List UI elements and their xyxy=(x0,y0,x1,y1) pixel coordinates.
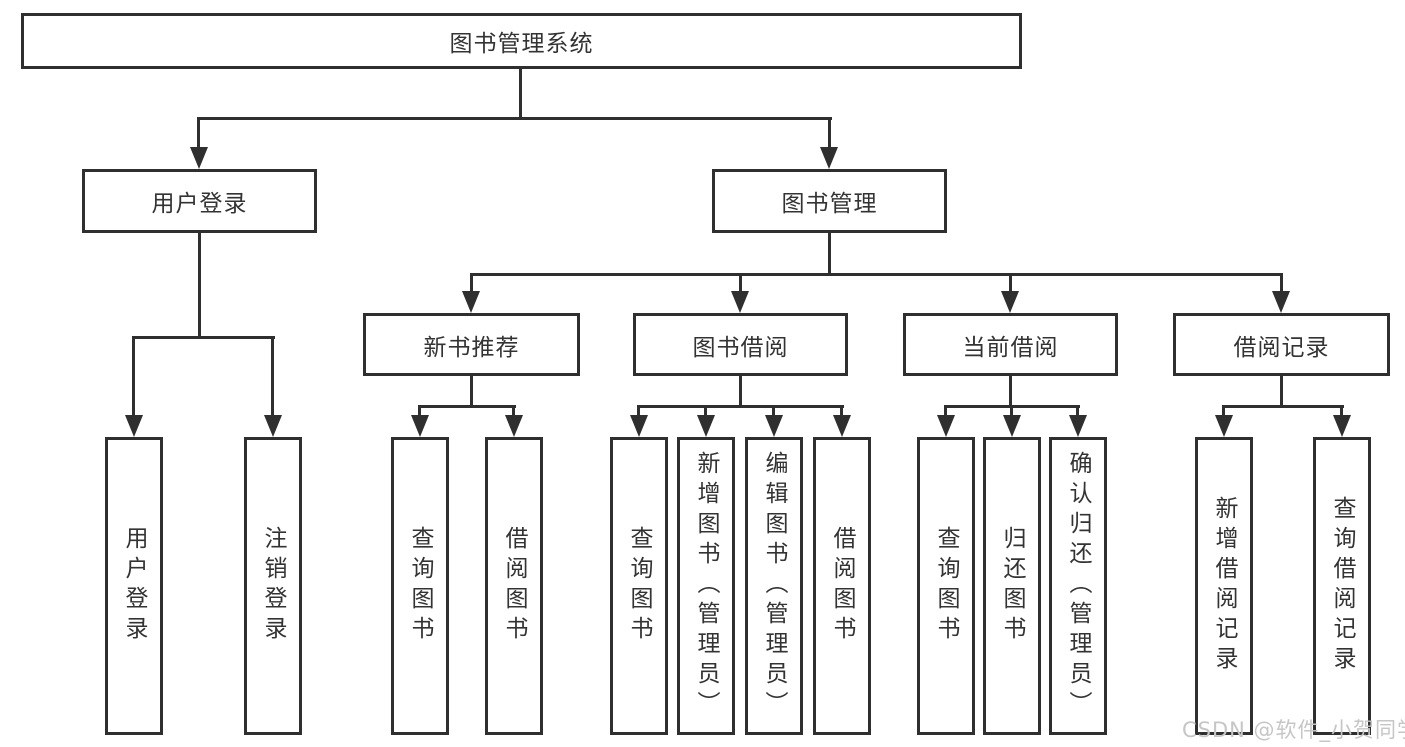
connector-line xyxy=(419,405,516,408)
node-new-book-recommendation: 新书推荐 xyxy=(363,313,580,376)
arrowhead-down xyxy=(411,415,429,437)
node-current-borrowing: 当前借阅 xyxy=(903,313,1118,376)
arrowhead-down xyxy=(1333,415,1351,437)
connector-line xyxy=(828,117,831,149)
connector-line xyxy=(1280,273,1283,295)
connector-line xyxy=(772,405,775,417)
connector-line xyxy=(271,336,274,419)
leaf-query-books-recommend: 查询图书 xyxy=(391,437,449,735)
connector-line xyxy=(132,336,275,339)
connector-line xyxy=(512,405,515,417)
connector-line xyxy=(828,233,831,275)
connector-line xyxy=(637,405,640,417)
leaf-logout: 注销登录 xyxy=(244,437,302,735)
connector-line xyxy=(1076,405,1079,417)
arrowhead-down xyxy=(1272,291,1290,313)
arrowhead-down xyxy=(820,147,838,169)
connector-line xyxy=(418,405,421,417)
arrowhead-down xyxy=(462,291,480,313)
arrowhead-down xyxy=(937,415,955,437)
node-user-login: 用户登录 xyxy=(82,169,317,233)
connector-line xyxy=(197,117,832,120)
connector-line xyxy=(197,117,200,149)
connector-line xyxy=(944,405,947,417)
node-library-system-root: 图书管理系统 xyxy=(21,13,1022,69)
arrowhead-down xyxy=(765,415,783,437)
leaf-user-login: 用户登录 xyxy=(105,437,163,735)
arrowhead-down xyxy=(505,415,523,437)
connector-line xyxy=(1010,405,1013,417)
connector-line xyxy=(470,273,473,295)
arrowhead-down xyxy=(630,415,648,437)
connector-line xyxy=(739,376,742,407)
leaf-edit-book-admin: 编辑图书（管理员） xyxy=(745,437,803,735)
arrowhead-down xyxy=(190,147,208,169)
arrowhead-down xyxy=(125,415,143,437)
connector-line xyxy=(840,405,843,417)
arrowhead-down xyxy=(697,415,715,437)
connector-line xyxy=(132,336,135,419)
arrowhead-down xyxy=(1001,291,1019,313)
connector-line xyxy=(470,273,1283,276)
arrowhead-down xyxy=(264,415,282,437)
leaf-borrow-books-recommend: 借阅图书 xyxy=(485,437,543,735)
connector-line xyxy=(1340,405,1343,417)
connector-line xyxy=(1222,405,1225,417)
connector-line xyxy=(739,273,742,295)
arrowhead-down xyxy=(1215,415,1233,437)
connector-line xyxy=(198,233,201,337)
connector-line xyxy=(1009,376,1012,407)
connector-line xyxy=(1222,405,1344,408)
arrowhead-down xyxy=(1003,415,1021,437)
node-book-borrowing: 图书借阅 xyxy=(633,313,848,376)
arrowhead-down xyxy=(1069,415,1087,437)
csdn-watermark: CSDN @软件_小贺同学 xyxy=(1182,718,1405,742)
node-borrowing-records: 借阅记录 xyxy=(1173,313,1390,376)
connector-line xyxy=(1009,273,1012,295)
leaf-confirm-return-admin: 确认归还（管理员） xyxy=(1049,437,1107,735)
leaf-query-books-borrowing: 查询图书 xyxy=(610,437,668,735)
leaf-add-borrow-record: 新增借阅记录 xyxy=(1195,437,1253,735)
connector-line xyxy=(704,405,707,417)
connector-line xyxy=(1280,376,1283,407)
connector-line xyxy=(519,69,522,118)
arrowhead-down xyxy=(833,415,851,437)
connector-line xyxy=(637,405,844,408)
leaf-query-borrow-record: 查询借阅记录 xyxy=(1313,437,1371,735)
arrowhead-down xyxy=(731,291,749,313)
leaf-return-book: 归还图书 xyxy=(983,437,1041,735)
node-book-management: 图书管理 xyxy=(712,169,947,233)
leaf-add-book-admin: 新增图书（管理员） xyxy=(677,437,735,735)
leaf-borrow-books-borrowing: 借阅图书 xyxy=(813,437,871,735)
connector-line xyxy=(470,376,473,407)
leaf-query-books-current: 查询图书 xyxy=(917,437,975,735)
